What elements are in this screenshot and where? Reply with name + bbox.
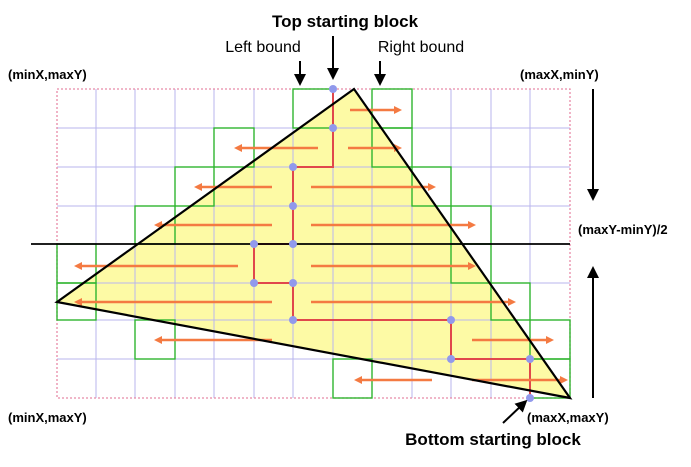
path-dot — [447, 355, 455, 363]
label-left-bound: Left bound — [225, 39, 301, 56]
label-corner-bottom-right: (maxX,maxY) — [527, 410, 609, 425]
label-corner-top-right: (maxX,minY) — [520, 67, 599, 82]
label-right-bound: Right bound — [378, 39, 464, 56]
label-top-starting-block: Top starting block — [272, 12, 419, 31]
path-dot — [526, 355, 534, 363]
path-dot — [329, 124, 337, 132]
path-dot — [447, 316, 455, 324]
edge-block — [332, 358, 373, 399]
path-dot — [289, 202, 297, 210]
path-dot — [289, 316, 297, 324]
label-corner-top-left: (minX,maxY) — [8, 67, 87, 82]
path-dot — [289, 279, 297, 287]
scanline-arrows — [74, 106, 568, 384]
path-dots — [250, 85, 534, 402]
label-bottom-starting-block: Bottom starting block — [405, 430, 581, 449]
bottom-start-arrow — [502, 399, 528, 424]
path-dot — [250, 240, 258, 248]
traversal-path — [253, 89, 531, 398]
path-dot — [250, 279, 258, 287]
pointer-arrows — [294, 36, 599, 424]
path-dot — [289, 163, 297, 171]
label-corner-bottom-left: (minX,maxY) — [8, 410, 87, 425]
label-midline: (maxY-minY)/2 — [578, 222, 668, 237]
path-dot — [329, 85, 337, 93]
path-dot — [526, 394, 534, 402]
path-dot — [289, 240, 297, 248]
